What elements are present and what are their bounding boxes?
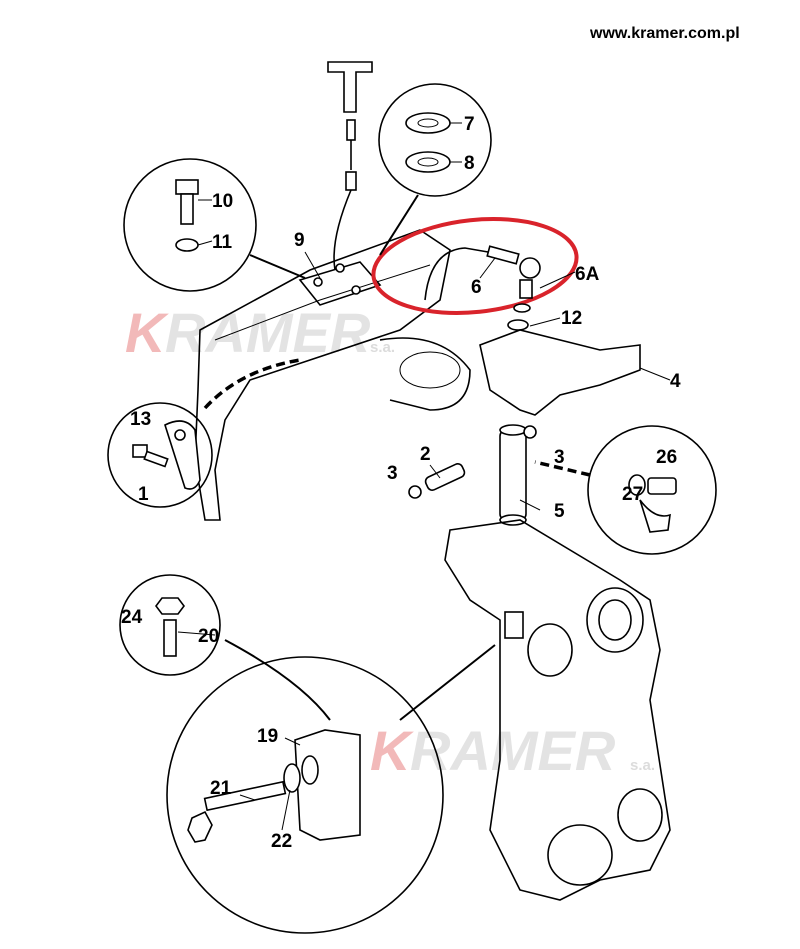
leader-line <box>249 254 306 279</box>
label-4: 4 <box>670 371 681 392</box>
detail-circle-24-20 <box>119 574 221 676</box>
watermark-suffix: s.a. <box>370 339 395 356</box>
label-27: 27 <box>622 484 643 505</box>
label-21: 21 <box>210 778 232 799</box>
label-13: 13 <box>130 409 151 430</box>
part-5-pin <box>499 424 527 526</box>
label-6: 6 <box>471 277 482 298</box>
website-url: www.kramer.com.pl <box>589 25 740 42</box>
leader-line <box>399 644 496 721</box>
watermark-k: K <box>370 719 414 782</box>
label-12: 12 <box>561 308 582 329</box>
leader-line <box>203 358 301 410</box>
label-19: 19 <box>257 726 278 747</box>
label-5: 5 <box>554 501 565 522</box>
watermark-suffix: s.a. <box>630 757 655 774</box>
lower-arm <box>444 519 671 901</box>
watermark-text: RAMER <box>410 719 616 782</box>
label-7: 7 <box>464 114 475 135</box>
detail-circle-19-22 <box>166 656 444 934</box>
washers-7-8 <box>405 112 451 173</box>
detail-circle-13-1 <box>107 402 213 508</box>
watermark-bottom: K RAMER s.a. <box>370 719 655 782</box>
label-11: 11 <box>212 232 233 253</box>
part-6-hose <box>424 245 541 331</box>
label-leaders <box>177 122 671 831</box>
watermark-text: RAMER <box>165 301 371 364</box>
label-8: 8 <box>464 153 475 174</box>
part-4-bracket <box>479 329 641 416</box>
highlight-ellipse <box>371 217 579 315</box>
label-10: 10 <box>212 191 233 212</box>
part-2-pin <box>408 425 537 499</box>
leader-line <box>379 194 419 256</box>
watermark-top: K RAMER s.a. <box>125 301 395 364</box>
detail-circle-26-27 <box>587 425 717 555</box>
detail-circle-10-11 <box>123 158 257 292</box>
label-3-left: 3 <box>387 463 398 484</box>
label-1: 1 <box>138 484 149 505</box>
leader-line <box>534 460 591 477</box>
label-22: 22 <box>271 831 292 852</box>
watermark-k: K <box>125 301 169 364</box>
label-2: 2 <box>420 444 431 465</box>
grease-tube <box>327 61 373 271</box>
label-20: 20 <box>198 626 219 647</box>
block-19-bolt-21-washer-22 <box>187 729 361 843</box>
fitting-26-27 <box>628 474 677 533</box>
label-6A: 6A <box>575 264 600 285</box>
clip-13-bolt-1 <box>132 420 201 490</box>
detail-circle-7-8 <box>378 83 492 197</box>
label-26: 26 <box>656 447 677 468</box>
label-24: 24 <box>121 607 143 628</box>
label-3-right: 3 <box>554 447 565 468</box>
nut-24-stud-20 <box>155 597 185 657</box>
leader-line <box>224 639 331 721</box>
label-9: 9 <box>294 230 305 251</box>
bolt-10-washer-11 <box>175 179 199 252</box>
